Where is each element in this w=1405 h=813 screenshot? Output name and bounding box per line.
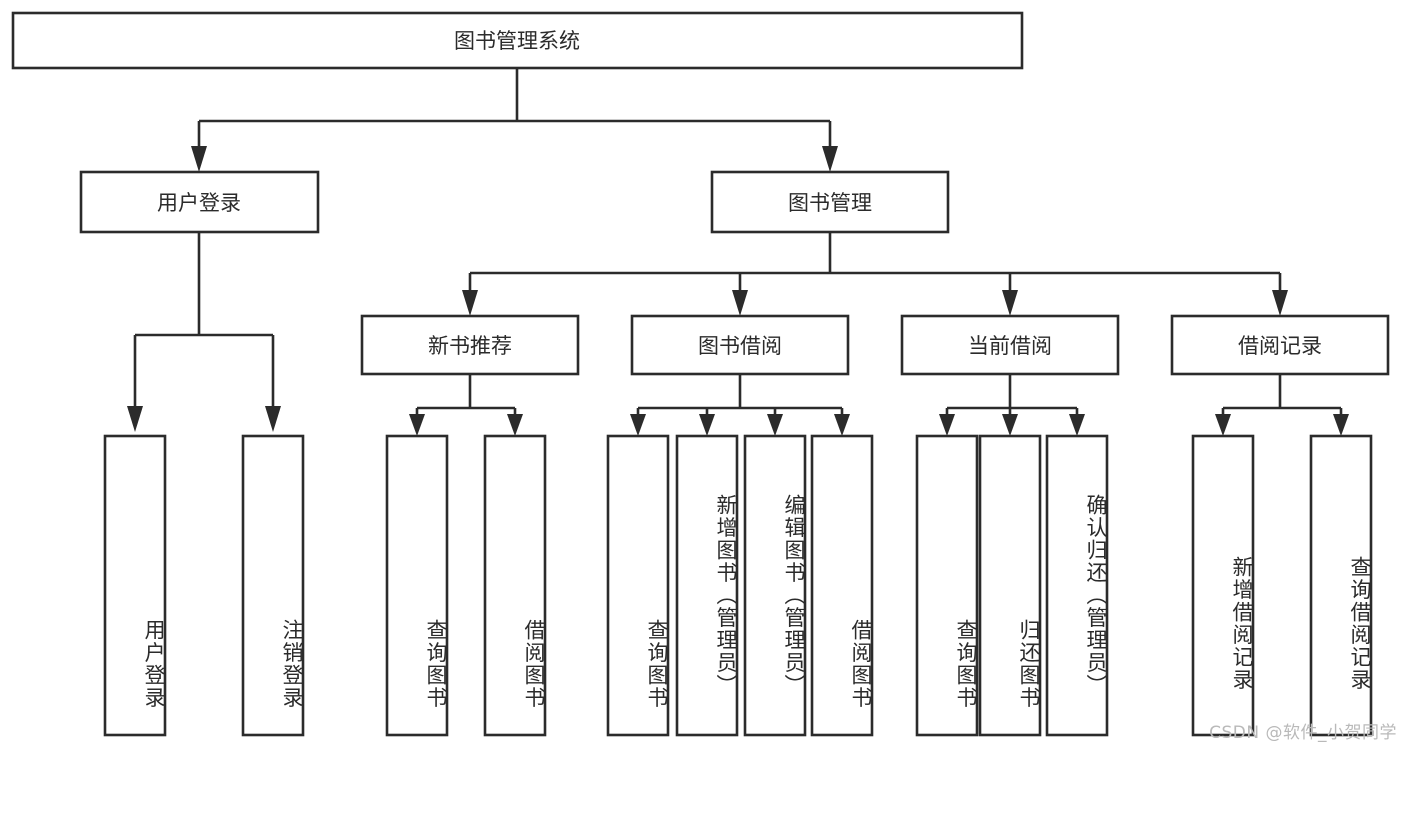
- csdn-watermark: CSDN @软件_小贺同学: [1209, 723, 1397, 743]
- leaf-boxes-book-borrow: [606, 434, 874, 737]
- node-new-book-rec-box[interactable]: [360, 314, 580, 376]
- node-user-login[interactable]: 用户登录: [79, 170, 320, 234]
- arrow-nbr-leaf-1-icon: [409, 414, 425, 436]
- arrow-nbr-leaf-2-icon: [507, 414, 523, 436]
- connector-group-new-book-rec: [409, 374, 523, 436]
- node-book-manage[interactable]: 图书管理: [710, 170, 950, 234]
- arrow-bm-borrow-record-icon: [1272, 290, 1288, 316]
- leaf-box-add-book[interactable]: [675, 434, 739, 737]
- leaf-box-query-book-c[interactable]: [915, 434, 979, 737]
- node-root-label: 图书管理系统: [454, 29, 580, 53]
- leaf-box-confirm-return[interactable]: [1045, 434, 1109, 737]
- leaf-box-edit-book[interactable]: [743, 434, 807, 737]
- node-book-borrow[interactable]: 图书借阅: [630, 314, 850, 376]
- node-borrow-record-label: 借阅记录: [1238, 334, 1322, 358]
- arrow-br-leaf-1-icon: [1215, 414, 1231, 436]
- node-book-borrow-box[interactable]: [630, 314, 850, 376]
- leaf-box-query-book-a[interactable]: [385, 434, 449, 737]
- arrow-cb-leaf-3-icon: [1069, 414, 1085, 436]
- leaf-box-return-book[interactable]: [978, 434, 1042, 737]
- arrow-user-login-leaf-1-icon: [127, 406, 143, 432]
- arrow-root-to-book-manage-icon: [822, 146, 838, 172]
- arrow-bb-leaf-4-icon: [834, 414, 850, 436]
- leaf-box-borrow-book-a[interactable]: [483, 434, 547, 737]
- arrow-user-login-leaf-2-icon: [265, 406, 281, 432]
- arrow-bm-book-borrow-icon: [732, 290, 748, 316]
- connector-group-book-borrow: [630, 374, 850, 436]
- arrow-bm-current-borrow-icon: [1002, 290, 1018, 316]
- leaf-box-borrow-book-b[interactable]: [810, 434, 874, 737]
- connector-group-current-borrow: [939, 374, 1085, 436]
- node-book-manage-box[interactable]: [710, 170, 950, 234]
- node-root-box[interactable]: [11, 11, 1024, 70]
- node-user-login-box[interactable]: [79, 170, 320, 234]
- connector-group-root: [191, 68, 838, 172]
- arrow-cb-leaf-1-icon: [939, 414, 955, 436]
- arrow-bb-leaf-1-icon: [630, 414, 646, 436]
- diagram-canvas: 图书管理系统 用户登录 图书管理 新书推荐 图书借阅 当前借阅 借阅记录: [11, 11, 1390, 737]
- arrow-root-to-user-login-icon: [191, 146, 207, 172]
- arrow-br-leaf-2-icon: [1333, 414, 1349, 436]
- leaf-box-logout[interactable]: [241, 434, 305, 737]
- arrow-bm-new-book-icon: [462, 290, 478, 316]
- leaf-box-add-record[interactable]: [1191, 434, 1255, 737]
- flowchart-diagram: 图书管理系统 用户登录 图书管理 新书推荐 图书借阅 当前借阅 借阅记录: [11, 11, 1397, 743]
- node-borrow-record[interactable]: 借阅记录: [1170, 314, 1390, 376]
- node-new-book-rec-label: 新书推荐: [428, 334, 512, 358]
- node-user-login-label: 用户登录: [157, 191, 241, 215]
- node-current-borrow-label: 当前借阅: [968, 334, 1052, 358]
- leaf-box-user-login[interactable]: [103, 434, 167, 737]
- arrow-bb-leaf-3-icon: [767, 414, 783, 436]
- leaf-boxes-current-borrow: [915, 434, 1109, 737]
- connector-group-book-manage: [462, 232, 1288, 316]
- leaf-boxes-borrow-record: [1191, 434, 1373, 737]
- node-root[interactable]: 图书管理系统: [11, 11, 1024, 70]
- node-current-borrow-box[interactable]: [900, 314, 1120, 376]
- leaf-boxes-new-book-rec: [385, 434, 547, 737]
- connector-group-borrow-record: [1215, 374, 1349, 436]
- node-borrow-record-box[interactable]: [1170, 314, 1390, 376]
- node-book-manage-label: 图书管理: [788, 191, 872, 215]
- arrow-bb-leaf-2-icon: [699, 414, 715, 436]
- leaf-boxes-user-login: [103, 434, 305, 737]
- node-book-borrow-label: 图书借阅: [698, 334, 782, 358]
- node-current-borrow[interactable]: 当前借阅: [900, 314, 1120, 376]
- leaf-box-query-book-b[interactable]: [606, 434, 670, 737]
- connector-group-user-login: [127, 232, 281, 432]
- leaf-box-query-record[interactable]: [1309, 434, 1373, 737]
- arrow-cb-leaf-2-icon: [1002, 414, 1018, 436]
- node-new-book-rec[interactable]: 新书推荐: [360, 314, 580, 376]
